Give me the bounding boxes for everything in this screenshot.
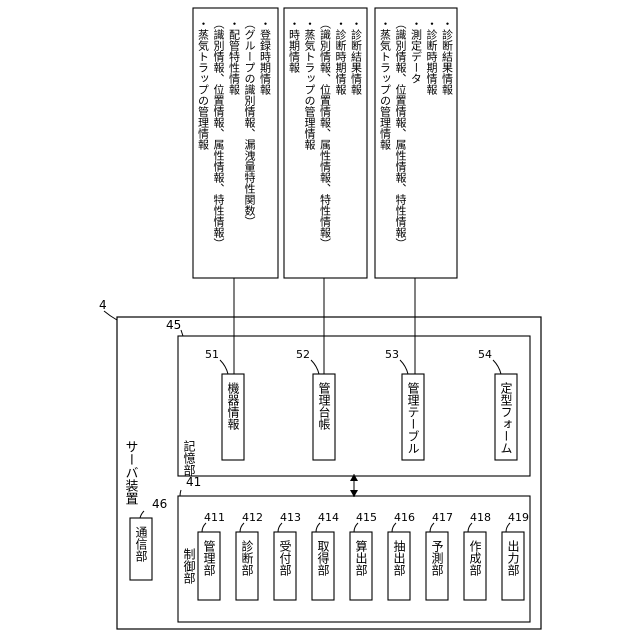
note-3-line-2: （識別情報、位置情報、属性情報、特性情報） [394,18,407,249]
storage-item-label-52: 管理台帳 [317,381,331,431]
note-2-line-4: ・診断時期情報 [334,18,347,96]
control-subunit-label-417: 予測部 [430,540,444,576]
control-unit-ref: 41 [186,475,201,489]
diagram-labels: サーバ装置 4 通信部 46 制御部 41記憶部 45 管理部 411 診断部 412 受付部 413 取… [99,18,529,584]
control-subunit-label-415: 算出部 [354,539,368,576]
connector-lines [104,278,510,532]
control-subunit-leader-419 [506,523,510,532]
storage-item-label-51: 機器情報 [226,381,240,431]
storage-item-leader-54 [493,360,501,374]
control-subunit-ref-418: 418 [470,511,491,524]
control-unit-leader [180,490,181,496]
storage-item-leader-53 [400,360,408,374]
control-subunit-ref-417: 417 [432,511,453,524]
comm-unit-ref: 46 [152,497,167,511]
control-subunit-label-419: 出力部 [506,540,520,576]
control-subunit-label-413: 受付部 [278,540,292,576]
note-1-line-3: ・配管特性情報 [228,18,241,96]
note-3-line-3: ・測定データ [410,18,423,84]
control-subunit-ref-413: 413 [280,511,301,524]
server-device-leader [104,311,117,320]
storage-item-label-54: 定型フォーム [499,381,513,454]
note-1-line-4: （グループの識別情報、漏洩量特性関数） [243,18,256,227]
control-subunit-leader-411 [202,523,206,532]
comm-unit-leader [140,511,144,518]
control-unit-label: 制御部 [182,548,196,584]
note-3-line-5: ・診断結果情報 [441,18,454,96]
storage-item-ref-54: 54 [478,348,492,361]
comm-unit-label: 通信部 [134,526,148,562]
control-subunit-ref-415: 415 [356,511,377,524]
control-subunit-leader-416 [392,523,396,532]
control-subunit-ref-416: 416 [394,511,415,524]
storage-item-label-53: 管理テーブル [406,381,420,454]
control-subunit-ref-411: 411 [204,511,225,524]
server-device-ref: 4 [99,298,107,312]
storage-item-leader-52 [311,360,319,374]
note-1-line-5: ・登録時期情報 [259,18,272,96]
control-subunit-ref-414: 414 [318,511,339,524]
note-2-line-5: ・診断結果情報 [350,18,363,96]
storage-unit-leader [181,330,183,336]
note-3-line-1: ・蒸気トラップの管理情報 [379,18,392,151]
note-2-line-1: ・時期情報 [288,18,301,74]
control-subunit-leader-414 [316,523,320,532]
note-1-line-1: ・蒸気トラップの管理情報 [197,18,210,151]
storage-item-ref-53: 53 [385,348,399,361]
note-3-line-4: ・診断時期情報 [425,18,438,96]
control-subunit-ref-412: 412 [242,511,263,524]
note-2-line-3: （識別情報、位置情報、属性情報、特性情報） [319,18,332,249]
control-subunit-label-418: 作成部 [468,540,482,576]
storage-item-ref-52: 52 [296,348,310,361]
storage-unit-ref: 45 [166,318,181,332]
storage-item-ref-51: 51 [205,348,219,361]
control-subunit-label-411: 管理部 [202,539,216,576]
note-1-line-2: （識別情報、位置情報、属性情報、特性情報） [212,18,225,249]
control-subunit-ref-419: 419 [508,511,529,524]
server-device-label: サーバ装置 [123,440,139,505]
note-2-line-2: ・蒸気トラップの管理情報 [303,18,316,151]
control-subunit-label-412: 診断部 [240,539,254,576]
control-subunit-label-414: 取得部 [316,540,330,576]
storage-unit-label: 記憶部 [182,439,196,476]
control-subunit-leader-413 [278,523,282,532]
control-subunit-label-416: 抽出部 [392,540,406,576]
control-subunit-leader-415 [354,523,358,532]
storage-item-leader-51 [220,360,228,374]
control-subunit-leader-417 [430,523,434,532]
arrow-head-up [350,474,358,481]
server-device-box [117,317,541,629]
control-subunit-leader-412 [240,523,244,532]
control-subunit-leader-418 [468,523,472,532]
